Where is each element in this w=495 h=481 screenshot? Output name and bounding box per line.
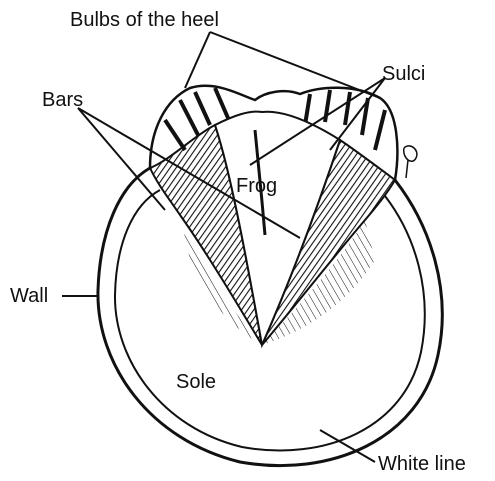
leader-bulbs-left — [185, 32, 210, 88]
artist-mark — [404, 146, 417, 178]
label-white-line: White line — [378, 454, 466, 474]
label-wall: Wall — [10, 286, 48, 306]
leader-bulbs-right — [210, 32, 380, 98]
label-sulci: Sulci — [382, 64, 425, 84]
label-bulbs-of-the-heel: Bulbs of the heel — [70, 10, 219, 30]
label-frog: Frog — [236, 176, 277, 196]
label-sole: Sole — [176, 372, 216, 392]
label-bars: Bars — [42, 90, 83, 110]
